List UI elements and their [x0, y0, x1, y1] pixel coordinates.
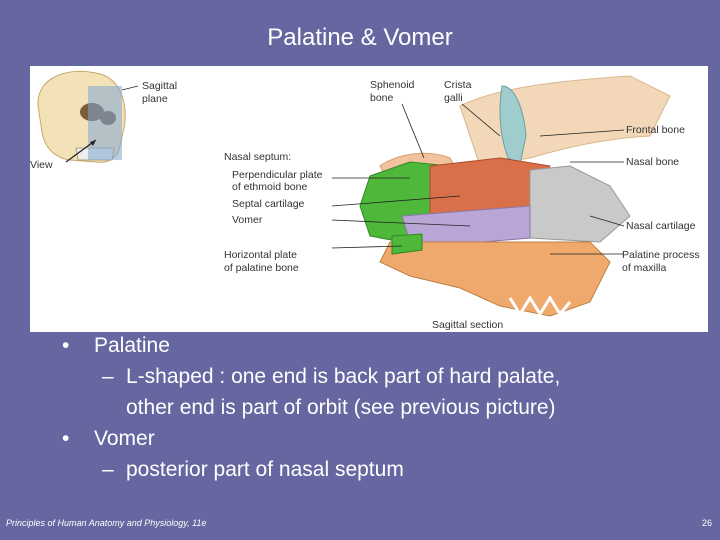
bullet-palatine: • Palatine: [62, 330, 702, 361]
horizontal-plate-shape: [392, 234, 422, 254]
sub-bullet-line-1: L-shaped : one end is back part of hard …: [126, 365, 560, 388]
maxilla-shape: [380, 242, 610, 316]
nasal-septum-diagram: Sagittal plane View: [30, 66, 708, 332]
label-sagittal-2: plane: [142, 93, 168, 105]
bullet-list: • Palatine – L-shaped : one end is back …: [62, 330, 702, 485]
label-sphenoid-1: Sphenoid: [370, 79, 415, 91]
label-vomer: Vomer: [232, 214, 263, 226]
dash-glyph: –: [102, 454, 114, 485]
label-septal-cartilage: Septal cartilage: [232, 198, 305, 210]
label-perp-plate-1: Perpendicular plate: [232, 169, 323, 181]
anatomy-figure: Sagittal plane View: [30, 66, 708, 332]
sub-bullet-line-1: posterior part of nasal septum: [126, 458, 404, 481]
label-view: View: [30, 159, 53, 171]
label-nasal-bone: Nasal bone: [626, 156, 679, 168]
bullet-text: Palatine: [94, 334, 170, 357]
label-horizontal-plate-1: Horizontal plate: [224, 249, 297, 261]
label-perp-plate-2: of ethmoid bone: [232, 181, 307, 193]
label-sphenoid-2: bone: [370, 92, 394, 104]
label-nasal-septum: Nasal septum:: [224, 151, 291, 163]
label-palatine-process-1: Palatine process: [622, 249, 700, 261]
label-palatine-process-2: of maxilla: [622, 262, 667, 274]
sub-bullet-vomer: – posterior part of nasal septum: [62, 454, 702, 485]
label-horizontal-plate-2: of palatine bone: [224, 262, 299, 274]
bullet-vomer: • Vomer: [62, 423, 702, 454]
dash-glyph: –: [102, 361, 114, 392]
sub-bullet-palatine: – L-shaped : one end is back part of har…: [62, 361, 702, 423]
sagittal-section-drawing: [360, 76, 670, 316]
sagittal-plane-box: [88, 86, 122, 160]
page-number: 26: [702, 518, 712, 528]
skull-thumbnail: [38, 71, 138, 162]
label-sagittal-1: Sagittal: [142, 80, 177, 92]
sub-bullet-line-2: other end is part of orbit (see previous…: [126, 396, 556, 419]
nasal-cartilage-shape: [530, 166, 630, 242]
label-nasal-cartilage: Nasal cartilage: [626, 220, 696, 232]
bullet-glyph: •: [62, 330, 69, 361]
slide-title: Palatine & Vomer: [0, 24, 720, 52]
frontal-bone-shape: [460, 76, 670, 166]
footer-source: Principles of Human Anatomy and Physiolo…: [6, 518, 206, 528]
label-frontal-bone: Frontal bone: [626, 124, 685, 136]
bullet-glyph: •: [62, 423, 69, 454]
label-crista-2: galli: [444, 92, 463, 104]
label-crista-1: Crista: [444, 79, 472, 91]
bullet-text: Vomer: [94, 427, 155, 450]
